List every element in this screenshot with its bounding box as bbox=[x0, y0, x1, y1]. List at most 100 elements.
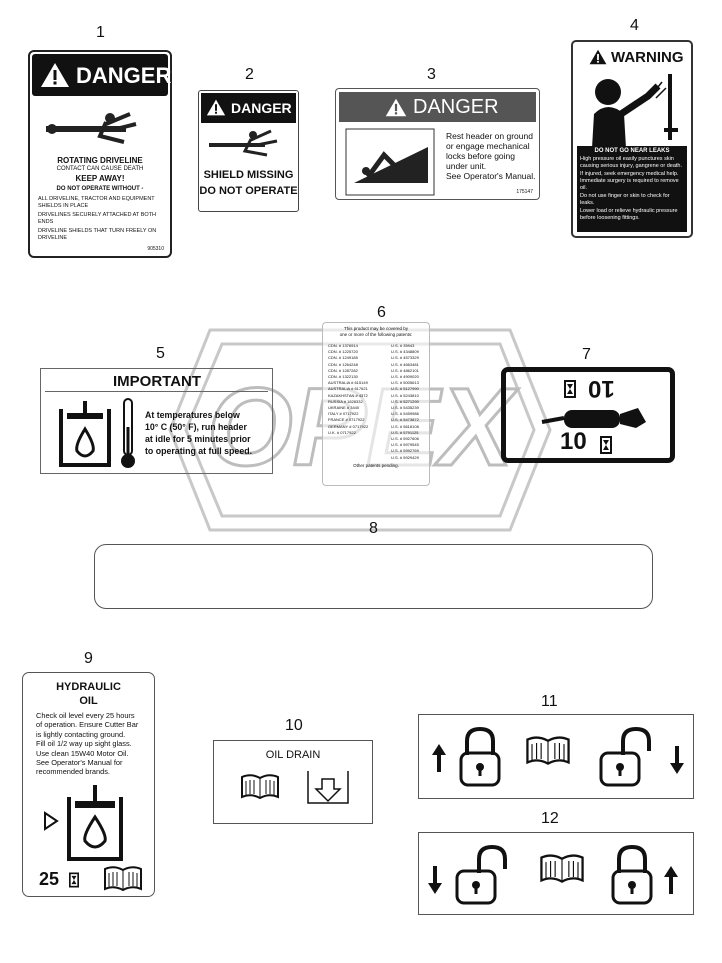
warning-body: DO NOT GO NEAR LEAKS High pressure oil e… bbox=[577, 146, 687, 232]
thermometer-icon bbox=[121, 398, 135, 468]
warning-header: WARNING bbox=[577, 46, 687, 68]
patent-item: ITALY # 0717922 bbox=[328, 411, 359, 417]
driveline-bullet: DRIVELINE SHIELDS THAT TURN FREELY ON DR… bbox=[38, 228, 157, 241]
patent-item: U.S. # 5992769 bbox=[391, 448, 419, 454]
patent-item: FRANCE # 0717922 bbox=[328, 417, 365, 423]
callout-4: 4 bbox=[630, 17, 639, 34]
patents-intro-line: one or more of the following patents: bbox=[339, 332, 413, 337]
patent-item: CDN. # 1225720 bbox=[328, 349, 358, 355]
hourglass-icon bbox=[564, 380, 576, 398]
rest-header-text: Rest header on ground or engage mechanic… bbox=[446, 131, 536, 181]
patent-item: U.S. # 4348809 bbox=[391, 349, 419, 355]
rest-header-line: See Operator's Manual. bbox=[446, 171, 536, 181]
patent-item: U.S. # 4573329 bbox=[391, 355, 419, 361]
driveline-bullet: ALL DRIVELINE, TRACTOR AND EQUIPMENT SHI… bbox=[38, 196, 155, 209]
important-line: to operating at full speed. bbox=[145, 446, 253, 456]
interval-top-value: 10 bbox=[588, 375, 615, 402]
warning-bullet: High pressure oil easily punctures skin … bbox=[580, 156, 683, 169]
patent-item: U.S. # 5791125 bbox=[391, 429, 419, 435]
manual-book-icon bbox=[104, 866, 142, 892]
decal-hydraulic-oil: HYDRAULIC OIL Check oil level every 25 h… bbox=[22, 672, 155, 897]
hourglass-icon bbox=[600, 436, 612, 454]
hydraulic-oil-line: Use clean 15W40 Motor Oil. bbox=[36, 748, 129, 758]
grease-gun-icon bbox=[541, 408, 646, 428]
danger-header-3: DANGER bbox=[339, 92, 536, 122]
callout-7: 7 bbox=[582, 346, 591, 363]
decal-important-temperature: IMPORTANT At temperatures below 10° C (5… bbox=[40, 368, 273, 474]
callout-6: 6 bbox=[377, 304, 386, 321]
patents-intro: This product may be covered by one or mo… bbox=[325, 326, 427, 338]
danger-header-1: DANGER bbox=[32, 54, 172, 96]
hydraulic-tank-icon bbox=[44, 785, 123, 861]
warning-bullet: If injured, seek emergency medical help.… bbox=[580, 171, 679, 191]
patent-item: U.S. # 5618108 bbox=[391, 423, 419, 429]
decal-service-interval: 10 10 bbox=[501, 367, 675, 463]
important-divider bbox=[45, 391, 268, 392]
danger-label-1: DANGER bbox=[76, 63, 172, 88]
decal-warning-leaks: WARNING DO NOT GO NEAR LEAKS High pressu… bbox=[571, 40, 693, 238]
hourglass-icon bbox=[69, 872, 79, 888]
lock-open-icon bbox=[599, 727, 651, 787]
driveline-title: ROTATING DRIVELINE bbox=[57, 156, 143, 165]
driveline-bullet: DRIVELINES SECURELY ATTACHED AT BOTH END… bbox=[38, 212, 156, 225]
callout-2: 2 bbox=[245, 66, 254, 83]
decal-lock-sequence-down bbox=[418, 832, 694, 915]
patent-item: CDN. # 1264248 bbox=[328, 361, 358, 367]
patent-item: CDN. # 1376914 bbox=[328, 343, 358, 348]
driveline-keep-away: KEEP AWAY! bbox=[75, 174, 125, 183]
warning-triangle-icon bbox=[385, 98, 407, 117]
decal-lock-sequence-up bbox=[418, 714, 694, 799]
decal-rest-header: DANGER Rest header on ground or engage m… bbox=[335, 88, 540, 200]
rest-header-line: or engage mechanical bbox=[446, 141, 530, 151]
patent-item: KAZAKHSTAN # 4372 bbox=[328, 392, 368, 398]
callout-11: 11 bbox=[541, 693, 558, 710]
patent-item: U.S. # 5243810 bbox=[391, 392, 419, 398]
patent-item: CDN. # 1322130 bbox=[328, 374, 358, 380]
important-text: At temperatures below 10° C (50° F), run… bbox=[145, 409, 252, 457]
callout-9: 9 bbox=[84, 650, 93, 667]
patent-item: U.S. # 4909020 bbox=[391, 374, 419, 380]
patent-item: U.S. # 5127990 bbox=[391, 386, 419, 392]
patents-left-list: CDN. # 1376914 CDN. # 1225720 CDN. # 124… bbox=[328, 343, 368, 436]
patent-item: UKRAINE # 3440 bbox=[328, 405, 360, 411]
entanglement-pictogram-icon bbox=[46, 112, 137, 144]
hydraulic-oil-hours: 25 bbox=[39, 869, 60, 889]
callout-5: 5 bbox=[156, 345, 165, 362]
patent-item: AUSTRALIA # 615149 bbox=[328, 380, 368, 386]
driveline-operate: DO NOT OPERATE WITHOUT - bbox=[56, 186, 144, 192]
hydraulic-oil-line: Check oil level every 25 hours bbox=[36, 711, 135, 720]
hydraulic-oil-title: HYDRAULIC bbox=[56, 681, 121, 693]
important-line: 10° C (50° F), run header bbox=[145, 422, 247, 432]
hydraulic-oil-subtitle: OIL bbox=[79, 695, 98, 707]
patent-item: U.K. # 0717922 bbox=[328, 429, 356, 435]
patent-item: U.S. # 5473872 bbox=[391, 417, 419, 423]
decal-blank-strip bbox=[94, 544, 653, 609]
decal-patents: This product may be covered by one or mo… bbox=[322, 322, 430, 486]
manual-book-icon bbox=[526, 736, 570, 765]
patent-item: U.S. # 35943 bbox=[391, 343, 415, 348]
warning-triangle-icon bbox=[589, 49, 607, 65]
hydraulic-oil-text: Check oil level every 25 hours of operat… bbox=[36, 711, 138, 777]
patent-item: RUSSIA # 1828332 bbox=[328, 398, 363, 404]
patent-item: AUSTRALIA # 617621 bbox=[328, 386, 368, 392]
shield-missing-text: SHIELD MISSING bbox=[203, 169, 294, 181]
warning-triangle-icon bbox=[206, 99, 226, 116]
arrow-down-icon bbox=[428, 866, 442, 894]
danger-label-3: DANGER bbox=[413, 96, 499, 118]
rest-header-line: Rest header on ground bbox=[446, 131, 533, 141]
manual-book-icon bbox=[241, 774, 279, 800]
callout-1: 1 bbox=[96, 24, 105, 41]
warning-label: WARNING bbox=[611, 49, 684, 66]
important-line: at idle for 5 minutes prior bbox=[145, 434, 251, 444]
important-line: At temperatures below bbox=[145, 410, 240, 420]
danger-header-2: DANGER bbox=[201, 93, 296, 123]
rest-header-line: locks before going bbox=[446, 151, 515, 161]
crush-hazard-pictogram-icon bbox=[345, 128, 435, 196]
patents-right-list: U.S. # 35943 U.S. # 4348809 U.S. # 45733… bbox=[391, 343, 419, 461]
patent-item: U.S. # 5929429 bbox=[391, 454, 419, 460]
patent-item: U.S. # 4663481 bbox=[391, 361, 419, 367]
lock-open-icon bbox=[455, 845, 507, 905]
do-not-operate-text: DO NOT OPERATE bbox=[199, 185, 298, 197]
interval-bottom-value: 10 bbox=[560, 428, 587, 455]
patent-item: U.S. # 5435239 bbox=[391, 405, 419, 411]
